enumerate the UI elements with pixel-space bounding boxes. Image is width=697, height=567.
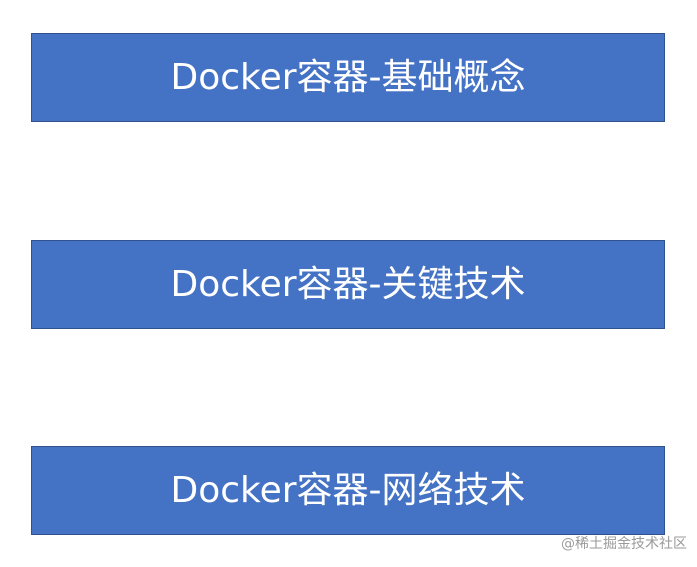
watermark: @稀土掘金技术社区 — [561, 536, 687, 552]
topic-card-key-technologies: Docker容器-关键技术 — [31, 240, 665, 329]
topic-card-network-technologies: Docker容器-网络技术 — [31, 446, 665, 535]
topic-card-label: Docker容器-网络技术 — [170, 469, 526, 511]
topic-card-basic-concepts: Docker容器-基础概念 — [31, 33, 665, 122]
topic-card-label: Docker容器-关键技术 — [170, 263, 526, 305]
topic-card-label: Docker容器-基础概念 — [170, 56, 526, 98]
